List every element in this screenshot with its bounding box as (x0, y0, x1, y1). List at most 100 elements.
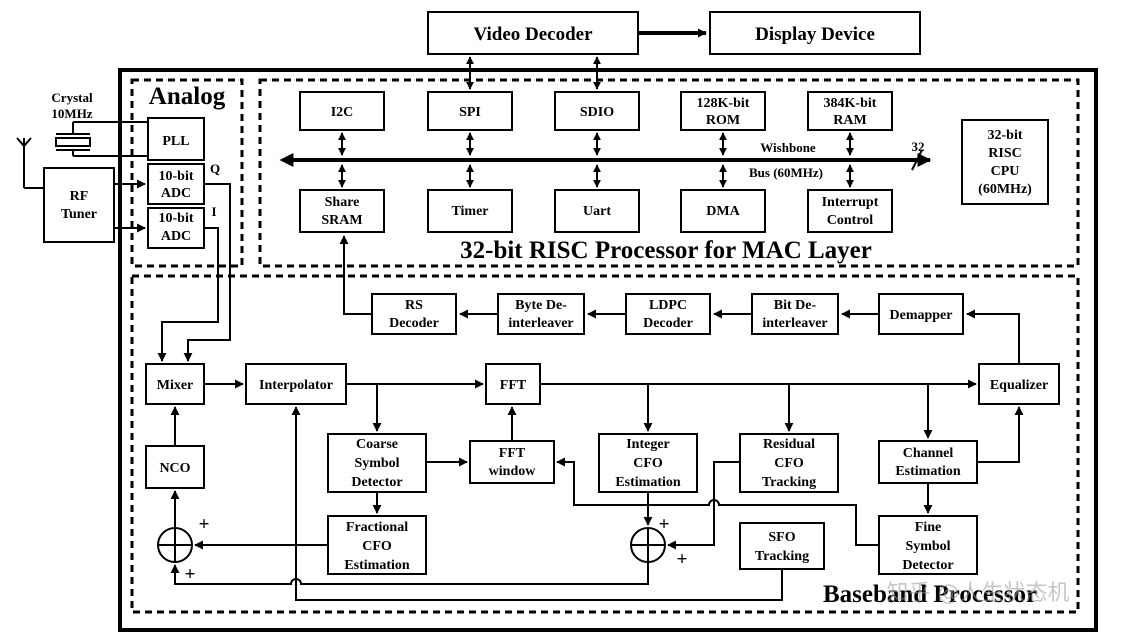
fft-window-block: FFT window (469, 440, 555, 484)
rom-block: 128K-bit ROM (680, 91, 766, 131)
rs-label-2: Decoder (389, 316, 439, 331)
baseband-region (130, 274, 1080, 614)
chip-boundary (118, 68, 1098, 632)
coarse-symbol-detector-block: Coarse Symbol Detector (327, 433, 427, 493)
q-channel-label: Q (210, 161, 220, 176)
sram-label-2: SRAM (321, 213, 362, 228)
bit-deint-label-1: Bit De- (774, 298, 817, 313)
ldpc-label-1: LDPC (649, 298, 687, 313)
analog-title: Analog (149, 83, 226, 110)
fractional-label-2: CFO (362, 539, 392, 554)
mixer-label: Mixer (157, 378, 194, 393)
cpu-label-4: (60MHz) (978, 182, 1032, 197)
wishbone-label: Wishbone (760, 140, 816, 155)
crystal-freq-label: 10MHz (51, 106, 92, 121)
bus-label: Bus (60MHz) (749, 165, 823, 180)
demapper-block: Demapper (878, 293, 964, 335)
coarse-label-2: Symbol (354, 456, 399, 471)
sdio-label: SDIO (580, 105, 614, 120)
cpu-label-3: CPU (991, 164, 1020, 179)
interpolator-block: Interpolator (245, 363, 347, 405)
coarse-label-3: Detector (351, 475, 402, 490)
video-decoder-label: Video Decoder (473, 24, 593, 45)
residual-cfo-label-3: Tracking (762, 475, 816, 490)
residual-cfo-label-1: Residual (763, 437, 815, 452)
integer-cfo-block: Integer CFO Estimation (598, 433, 698, 493)
left-adder (157, 527, 193, 563)
channel-estimation-block: Channel Estimation (878, 440, 978, 484)
ram-label-1: 384K-bit (824, 96, 877, 111)
fft-window-label-2: window (489, 464, 537, 479)
display-device-label: Display Device (755, 24, 875, 45)
integer-cfo-label-3: Estimation (615, 475, 681, 490)
interpolator-label: Interpolator (259, 378, 333, 393)
interrupt-label-2: Control (827, 213, 874, 228)
cpu-label-1: 32-bit (988, 128, 1023, 143)
dma-label: DMA (706, 204, 740, 219)
nco-block: NCO (145, 445, 205, 489)
mac-region (258, 78, 1080, 268)
fractional-cfo-block: Fractional CFO Estimation (327, 515, 427, 575)
rf-tuner-block: RF Tuner (43, 167, 115, 243)
fractional-label-1: Fractional (346, 520, 408, 535)
uart-label: Uart (583, 204, 611, 219)
rom-label-2: ROM (706, 113, 740, 128)
rom-label-1: 128K-bit (697, 96, 750, 111)
equalizer-label: Equalizer (990, 378, 1048, 393)
interrupt-control-block: Interrupt Control (807, 189, 893, 233)
sfo-label-2: Tracking (755, 549, 809, 564)
baseband-connections (157, 183, 1024, 601)
ldpc-label-2: Decoder (643, 316, 693, 331)
bit-deint-label-2: interleaver (762, 316, 827, 331)
right-adder-plus-2: + (677, 549, 688, 570)
fine-label-3: Detector (902, 558, 953, 573)
i2c-block: I2C (299, 91, 385, 131)
watermark: 知乎 @人生状态机 (887, 581, 1070, 606)
bus-width-slash (911, 149, 923, 171)
dma-block: DMA (680, 189, 766, 233)
spi-block: SPI (427, 91, 513, 131)
adc-q-label-2: ADC (161, 186, 191, 201)
bit-deinterleaver-block: Bit De- interleaver (751, 293, 839, 335)
timer-label: Timer (451, 204, 488, 219)
rs-label-1: RS (405, 298, 423, 313)
fft-label: FFT (500, 378, 527, 393)
rf-tuner-label-2: Tuner (61, 207, 97, 222)
byte-deint-label-1: Byte De- (515, 298, 567, 313)
bus-width-label: 32 (912, 139, 925, 154)
left-adder-plus-1: + (199, 514, 210, 535)
rf-tuner-label-1: RF (70, 189, 89, 204)
bus-connections (338, 56, 854, 188)
channel-label-2: Estimation (895, 464, 961, 479)
ram-label-2: RAM (833, 113, 866, 128)
integer-cfo-label-1: Integer (626, 437, 670, 452)
uart-block: Uart (554, 189, 640, 233)
i-channel-label: I (211, 204, 216, 219)
demapper-label: Demapper (890, 308, 953, 323)
left-adder-plus-2: + (185, 564, 196, 585)
interrupt-label-1: Interrupt (822, 195, 879, 210)
adc-q-block: 10-bit ADC (147, 163, 205, 205)
coarse-label-1: Coarse (356, 437, 398, 452)
channel-label-1: Channel (903, 446, 954, 461)
fine-symbol-detector-block: Fine Symbol Detector (878, 515, 978, 575)
byte-deint-label-2: interleaver (508, 316, 573, 331)
analog-region (130, 78, 244, 268)
display-device-block: Display Device (709, 11, 921, 55)
mixer-block: Mixer (145, 363, 205, 405)
fine-label-2: Symbol (905, 539, 950, 554)
fine-label-1: Fine (915, 520, 941, 535)
baseband-title: Baseband Processor (823, 581, 1037, 608)
sfo-tracking-block: SFO Tracking (739, 522, 825, 570)
risc-cpu-block: 32-bit RISC CPU (60MHz) (961, 119, 1049, 205)
ldpc-decoder-block: LDPC Decoder (625, 293, 711, 335)
adc-i-label-1: 10-bit (159, 211, 194, 226)
byte-deinterleaver-block: Byte De- interleaver (497, 293, 585, 335)
share-sram-block: Share SRAM (299, 189, 385, 233)
cpu-label-2: RISC (988, 146, 1021, 161)
right-adder (630, 527, 666, 563)
fractional-label-3: Estimation (344, 558, 410, 573)
crystal-symbol (55, 121, 148, 157)
residual-cfo-block: Residual CFO Tracking (739, 433, 839, 493)
